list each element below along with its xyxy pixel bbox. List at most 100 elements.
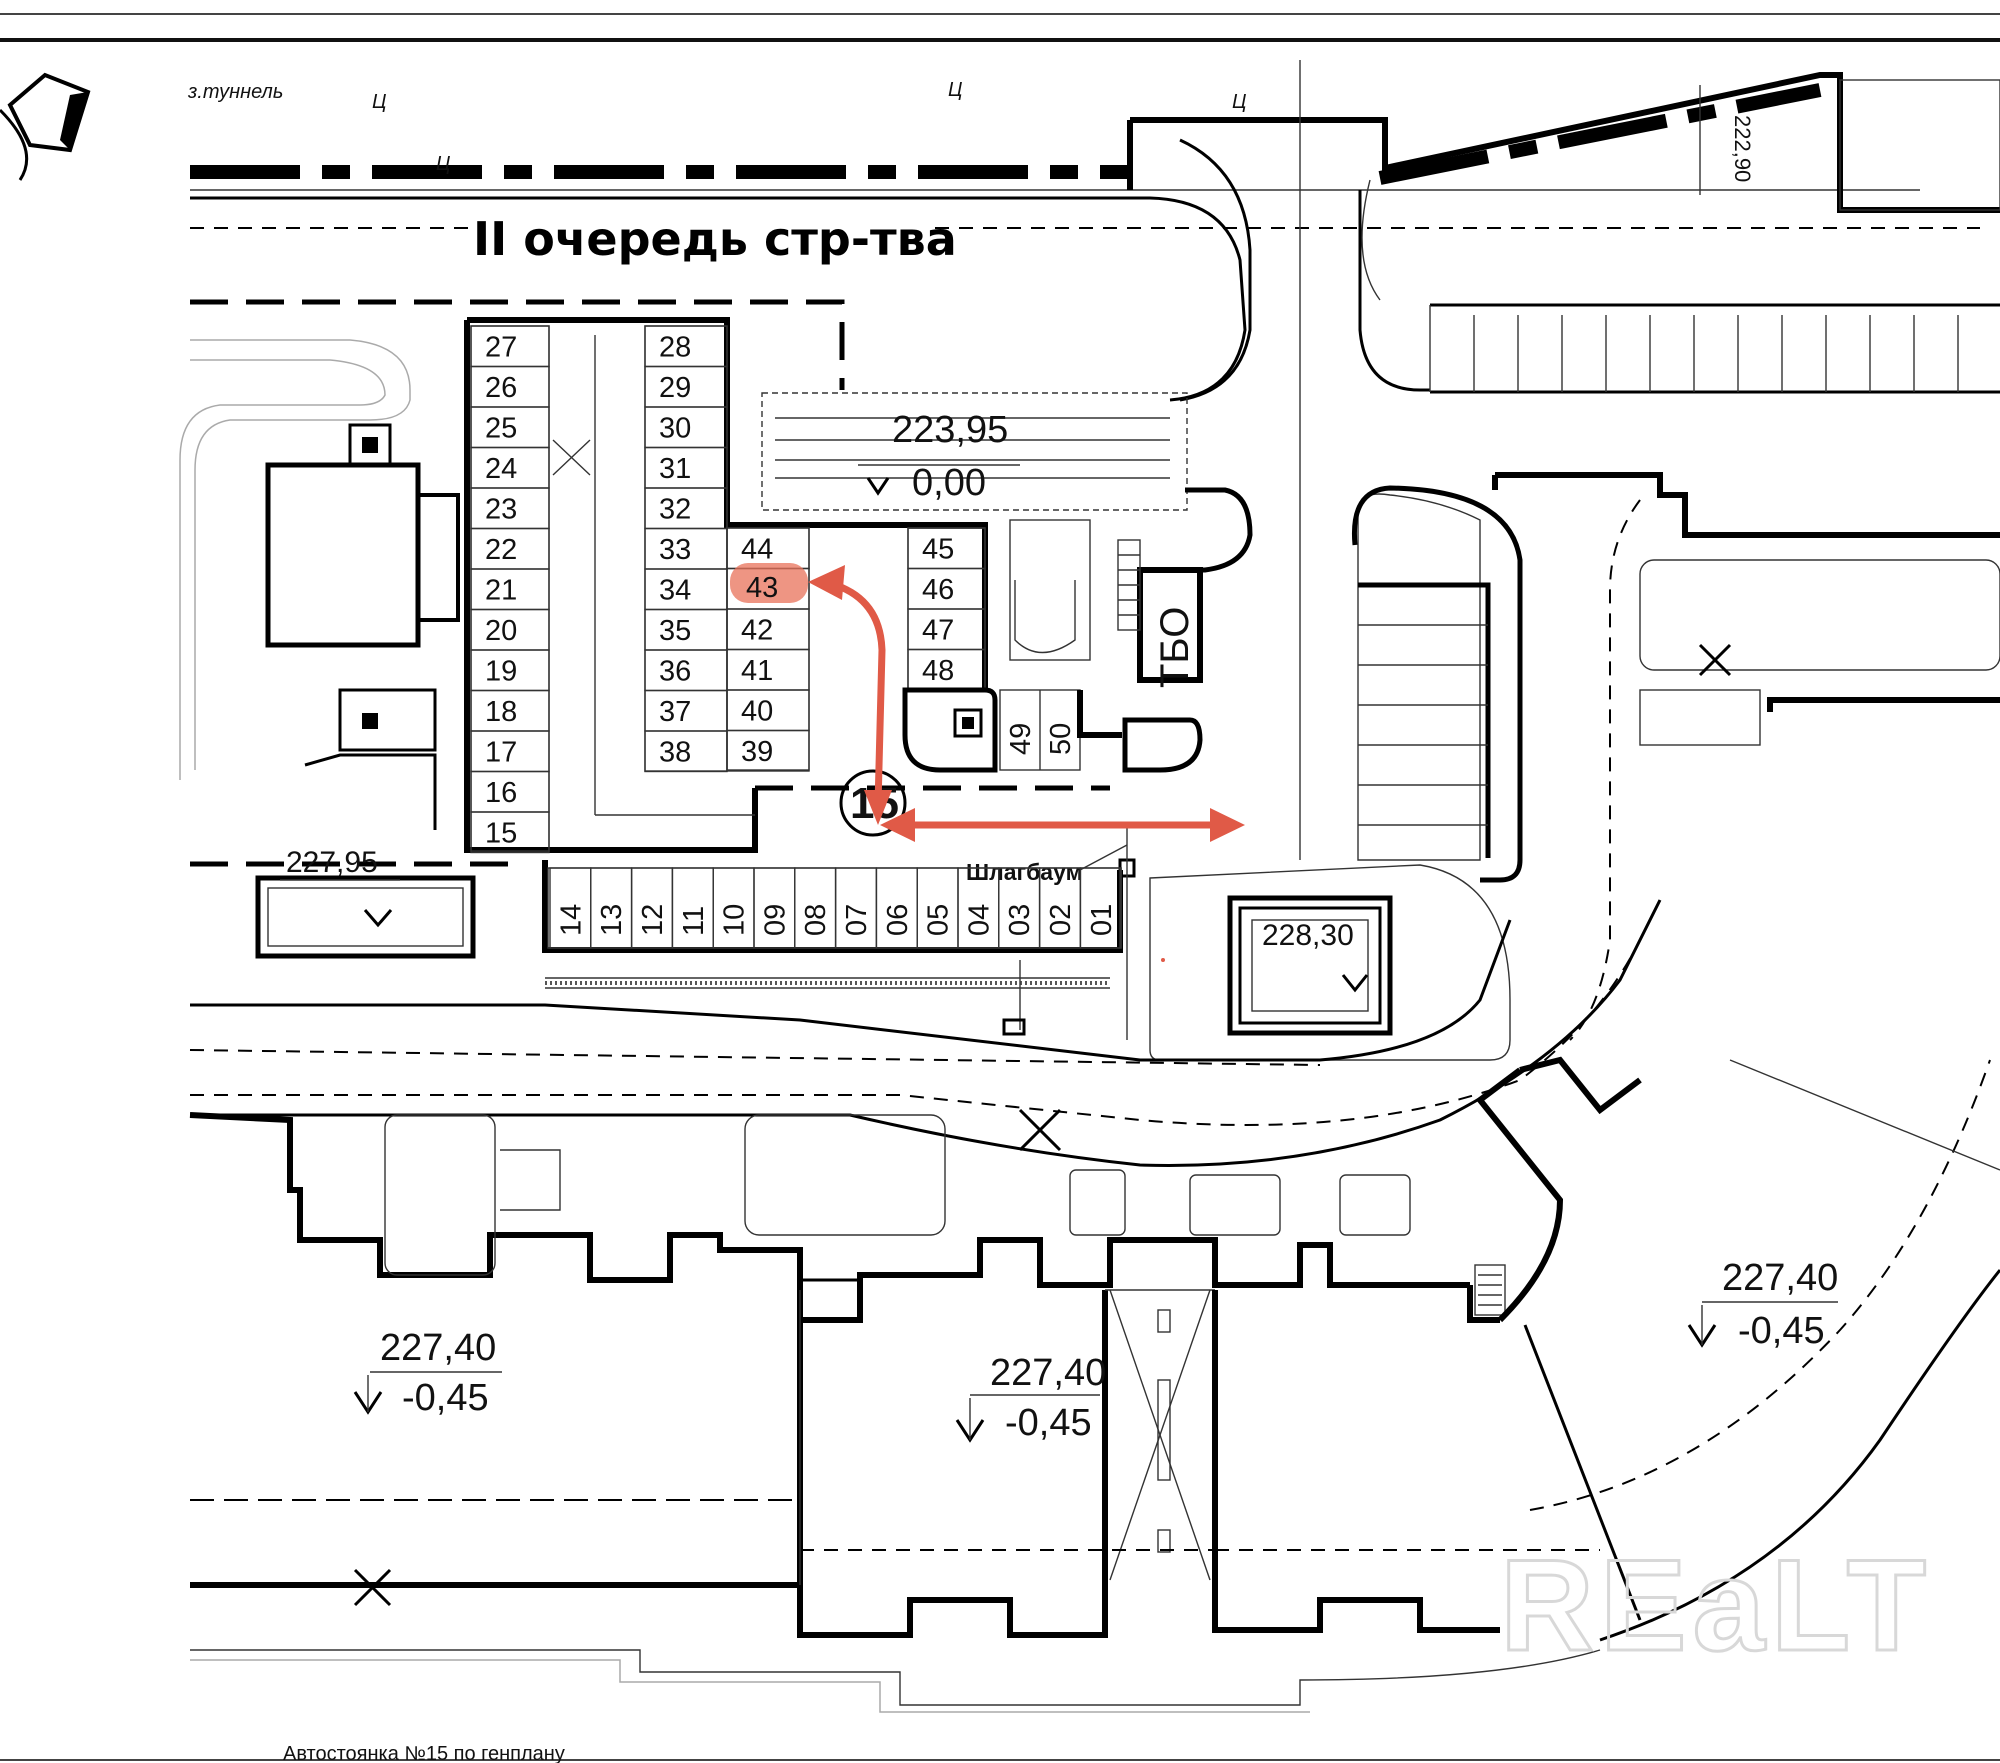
parking-space-11: 11 bbox=[678, 906, 710, 936]
parking-space-42: 42 bbox=[741, 615, 773, 647]
parking-space-09: 09 bbox=[759, 904, 791, 936]
highlighted-space-43[interactable] bbox=[730, 563, 808, 603]
elevation-mid-bottom: -0,45 bbox=[1005, 1402, 1092, 1444]
parking-space-01: 01 bbox=[1086, 904, 1118, 936]
elevation-right-block: 228,30 bbox=[1262, 919, 1354, 952]
elevation-left-bottom: -0,45 bbox=[402, 1377, 489, 1419]
barrier-label: Шлагбаум bbox=[966, 859, 1083, 885]
parking-space-05: 05 bbox=[923, 904, 955, 936]
elevation-mid-top: 227,40 bbox=[990, 1352, 1106, 1394]
parking-space-41: 41 bbox=[741, 655, 773, 687]
elevator-core bbox=[902, 687, 1122, 773]
parking-space-04: 04 bbox=[963, 904, 995, 936]
parking-space-50[interactable]: 50 bbox=[1045, 723, 1077, 755]
parking-space-13: 13 bbox=[596, 904, 628, 936]
route-arrows bbox=[808, 565, 1245, 842]
parking-space-14: 14 bbox=[555, 904, 587, 936]
parking-space-06: 06 bbox=[882, 904, 914, 936]
parking-space-45: 45 bbox=[922, 534, 954, 566]
left-ramp-block: 227,95 bbox=[255, 846, 476, 959]
elevation-right-bottom: -0,45 bbox=[1738, 1310, 1825, 1352]
parking-space-48: 48 bbox=[922, 655, 954, 687]
right-ramp-block: 228,30 bbox=[1149, 864, 1511, 1061]
parking-space-18: 18 bbox=[485, 696, 517, 728]
footer-caption: Автостоянка №15 по генплану bbox=[283, 1743, 565, 1763]
waste-enclosure bbox=[1009, 487, 1253, 773]
elevation-ramp-top: 223,95 bbox=[892, 409, 1008, 451]
parking-space-16: 16 bbox=[485, 777, 517, 809]
left-building bbox=[265, 423, 460, 830]
grid-mark-2: Ц bbox=[948, 79, 963, 101]
parking-space-22: 22 bbox=[485, 534, 517, 566]
parking-space-34: 34 bbox=[659, 575, 691, 607]
parking-space-10: 10 bbox=[719, 904, 751, 936]
grid-mark-4: Ц bbox=[436, 153, 451, 175]
parking-space-25: 25 bbox=[485, 413, 517, 445]
right-parking-lane bbox=[1351, 472, 2000, 1041]
parking-stripes-top-right bbox=[1429, 305, 1959, 392]
parking-space-40: 40 bbox=[741, 696, 773, 728]
bottom-sidewalk bbox=[190, 1649, 1601, 1713]
ramp-block: 223,95 0,00 bbox=[761, 392, 1188, 511]
parking-space-23: 23 bbox=[485, 494, 517, 526]
parking-space-37: 37 bbox=[659, 696, 691, 728]
parking-space-28: 28 bbox=[659, 332, 691, 364]
waste-label: ТБО bbox=[1153, 607, 1197, 688]
parking-space-24: 24 bbox=[485, 453, 517, 485]
parking-space-44: 44 bbox=[741, 534, 773, 566]
top-right-building: 222,90 bbox=[1127, 72, 2000, 213]
parking-space-35: 35 bbox=[659, 615, 691, 647]
parking-space-29: 29 bbox=[659, 372, 691, 404]
elevation-left-top: 227,40 bbox=[380, 1327, 496, 1369]
middle-building: 227,40 -0,45 bbox=[797, 1289, 1215, 1638]
left-footpath bbox=[179, 339, 411, 780]
compass-icon bbox=[0, 72, 91, 181]
left-lower-building: 227,40 -0,45 bbox=[190, 1290, 801, 1607]
parking-space-20: 20 bbox=[485, 615, 517, 647]
elevation-top-right: 222,90 bbox=[1730, 115, 1755, 182]
elevation-ramp-bottom: 0,00 bbox=[912, 462, 986, 504]
tunnel-note: з.туннель bbox=[187, 81, 283, 103]
parking-space-26: 26 bbox=[485, 372, 517, 404]
parking-space-21: 21 bbox=[485, 575, 517, 607]
grid-mark-3: Ц bbox=[1232, 91, 1247, 113]
parking-space-cell[interactable] bbox=[470, 811, 550, 854]
parking-space-47: 47 bbox=[922, 615, 954, 647]
parking-space-46: 46 bbox=[922, 574, 954, 606]
parking-space-36: 36 bbox=[659, 656, 691, 688]
parking-space-cell[interactable] bbox=[1079, 867, 1122, 949]
parking-space-15: 15 bbox=[485, 818, 517, 850]
elevation-left-block: 227,95 bbox=[286, 846, 378, 879]
parking-space-30: 30 bbox=[659, 413, 691, 445]
parking-area-boundary bbox=[190, 299, 845, 390]
parking-space-27: 27 bbox=[485, 332, 517, 364]
parking-space-07: 07 bbox=[841, 904, 873, 936]
parking-number-marker bbox=[839, 769, 907, 837]
parking-space-32: 32 bbox=[659, 494, 691, 526]
parking-space-02: 02 bbox=[1045, 904, 1077, 936]
elevation-right-top: 227,40 bbox=[1722, 1257, 1838, 1299]
lower-buildings bbox=[189, 1112, 1506, 1323]
tunnel-boundary-line bbox=[190, 83, 1920, 191]
construction-phase-title: II очередь стр-тва bbox=[473, 212, 957, 266]
access-road-top bbox=[190, 60, 2000, 860]
grid-mark-1: Ц bbox=[372, 91, 387, 113]
parking-structure-outline bbox=[464, 317, 1123, 953]
parking-space-08: 08 bbox=[800, 904, 832, 936]
parking-space-38: 38 bbox=[659, 737, 691, 769]
parking-space-12: 12 bbox=[637, 904, 669, 936]
main-road bbox=[189, 899, 1662, 1167]
parking-space-17: 17 bbox=[485, 737, 517, 769]
parking-space-49[interactable]: 49 bbox=[1005, 723, 1037, 755]
parking-space-cell[interactable] bbox=[726, 729, 810, 772]
parking-space-19: 19 bbox=[485, 656, 517, 688]
parking-space-39: 39 bbox=[741, 736, 773, 768]
right-lower-building: 227,40 -0,45 bbox=[1212, 1056, 2000, 1642]
parking-space-31: 31 bbox=[659, 453, 691, 485]
parking-space-03: 03 bbox=[1004, 904, 1036, 936]
watermark: REaLT bbox=[1500, 1532, 1932, 1678]
ramp-rail bbox=[545, 960, 1110, 1036]
parking-space-33: 33 bbox=[659, 534, 691, 566]
highlighted-space-label: 43 bbox=[746, 572, 778, 604]
